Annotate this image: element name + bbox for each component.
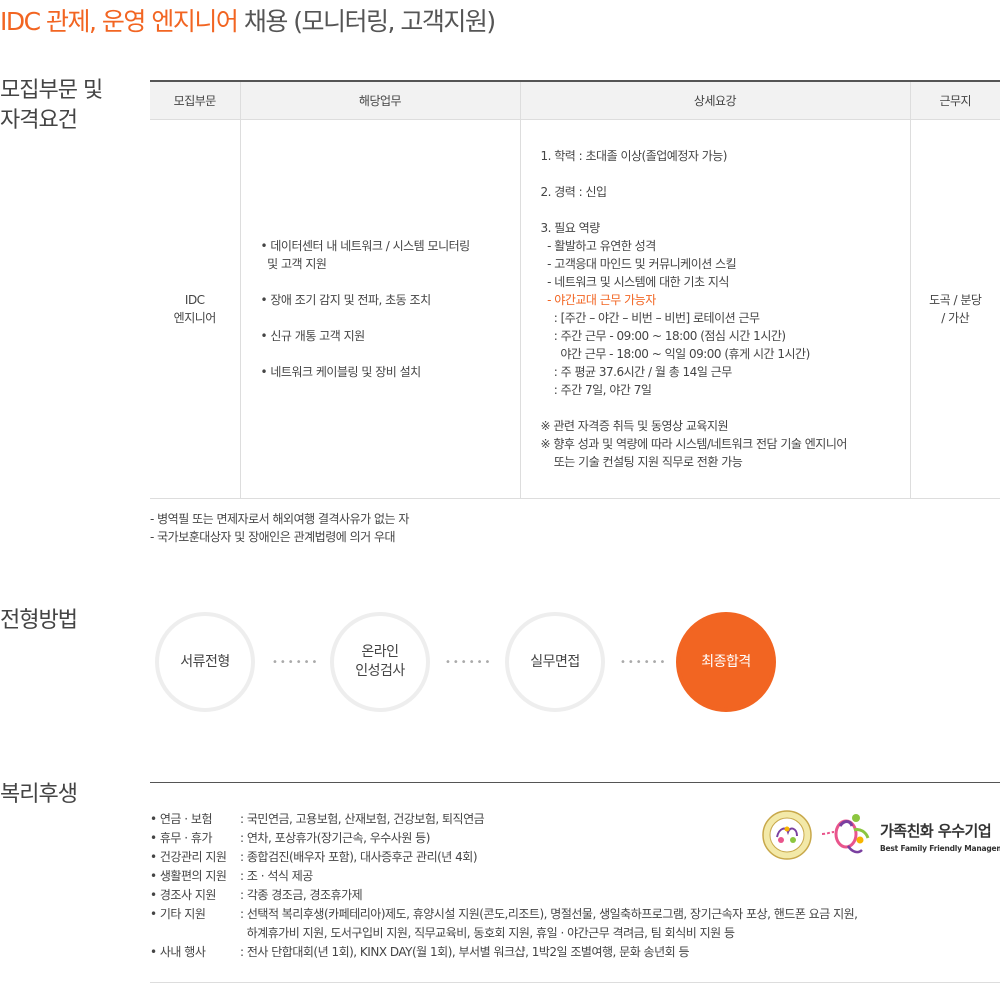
recruit-label-line2: 자격요건 [0, 108, 78, 133]
col-header-duties: 해당업무 [239, 80, 520, 120]
col-header-details: 상세요강 [519, 80, 910, 120]
process-section-label: 전형방법 [0, 608, 78, 633]
welfare-description: : 전사 단합대회(년 1회), KINX DAY(월 1회), 부서별 워크샵… [240, 945, 690, 959]
welfare-description: : 국민연금, 고용보험, 산재보험, 건강보험, 퇴직연금 [240, 812, 485, 826]
division-line1: IDC [184, 293, 205, 307]
detail-line: : 주간 7일, 야간 7일 [540, 383, 652, 397]
note-line: - 병역필 또는 면제자로서 해외여행 결격사유가 없는 자 [150, 512, 409, 526]
list-item: • 경조사 지원 : 각종 경조금, 경조휴가제 [150, 886, 857, 905]
detail-line: ※ 향후 성과 및 역량에 따라 시스템/네트워크 전담 기술 엔지니어 [540, 437, 848, 451]
duty-line: • 장애 조기 감지 및 전파, 초동 조치 [260, 293, 432, 307]
detail-line: 2. 경력 : 신입 [540, 185, 608, 199]
detail-line [541, 399, 910, 417]
division-cell: IDC 엔지니어 [150, 119, 240, 499]
welfare-list: • 연금 · 보험: 국민연금, 고용보험, 산재보험, 건강보험, 퇴직연금 … [150, 810, 858, 962]
detail-line: : 주간 근무 - 09:00 ~ 18:00 (점심 시간 1시간) [540, 329, 786, 343]
logo-text-english: Best Family Friendly Management [880, 844, 1000, 853]
eligibility-notes: - 병역필 또는 면제자로서 해외여행 결격사유가 없는 자 - 국가보훈대상자… [150, 510, 409, 546]
welfare-top-divider [150, 782, 1000, 783]
welfare-category: • 기타 지원 [150, 907, 206, 921]
list-item: • 기타 지원 : 선택적 복리후생(카페테리아)제도, 휴양시설 지원(콘도,리… [150, 905, 858, 943]
welfare-description: : 연차, 포상휴가(장기근속, 우수사원 등) [240, 831, 430, 845]
logo-text-korean: 가족친화 우수기업 [880, 822, 992, 840]
welfare-category: • 연금 · 보험 [150, 812, 213, 826]
welfare-bottom-divider [150, 982, 1000, 983]
detail-line [541, 165, 910, 183]
family-friendly-mark-icon [821, 814, 870, 854]
detail-line: : [주간 – 야간 – 비번 – 비번] 로테이션 근무 [540, 311, 760, 325]
step-document-screening: 서류전형 [155, 612, 255, 712]
division-line2: 엔지니어 [173, 311, 217, 325]
table-header-row: 모집부문 해당업무 상세요강 근무지 [150, 80, 1000, 120]
welfare-description: : 선택적 복리후생(카페테리아)제도, 휴양시설 지원(콘도,리조트), 명절… [240, 907, 858, 940]
welfare-description: : 조 · 석식 제공 [240, 869, 313, 883]
welfare-category: • 생활편의 지원 [150, 869, 227, 883]
col-header-division: 모집부문 [150, 80, 240, 120]
page-title: IDC 관제, 운영 엔지니어 채용 (모니터링, 고객지원) [0, 2, 496, 38]
details-cell: 1. 학력 : 초대졸 이상(졸업예정자 가능) 2. 경력 : 신입 3. 필… [519, 119, 910, 499]
title-accent: IDC 관제, 운영 엔지니어 [0, 7, 239, 36]
duty-item: • 신규 개통 고객 지원 [261, 327, 520, 345]
welfare-category: • 경조사 지원 [150, 888, 216, 902]
detail-line: : 주 평균 37.6시간 / 월 총 14일 근무 [540, 365, 733, 379]
welfare-description: : 각종 경조금, 경조휴가제 [240, 888, 363, 902]
note-line: - 국가보훈대상자 및 장애인은 관계법령에 의거 우대 [150, 530, 396, 544]
welfare-section-label: 복리후생 [0, 782, 78, 807]
detail-line-highlight: - 야간교대 근무 가능자 [540, 293, 656, 307]
location-cell: 도곡 / 분당 / 가산 [909, 119, 1000, 499]
duty-item: • 데이터센터 내 네트워크 / 시스템 모니터링 및 고객 지원 [261, 237, 520, 273]
title-rest: 채용 (모니터링, 고객지원) [237, 7, 496, 36]
detail-line: - 활발하고 유연한 성격 [540, 239, 656, 253]
duty-line: • 신규 개통 고객 지원 [260, 329, 366, 343]
duties-list: • 데이터센터 내 네트워크 / 시스템 모니터링 및 고객 지원 • 장애 조… [241, 237, 520, 381]
duty-line: • 네트워크 케이블링 및 장비 설치 [260, 365, 422, 379]
duty-item: • 장애 조기 감지 및 전파, 초동 조치 [261, 291, 520, 309]
step-connector: •••••• [445, 657, 493, 668]
detail-line: 야간 근무 - 18:00 ~ 익일 09:00 (휴게 시간 1시간) [540, 347, 810, 361]
table-row: IDC 엔지니어 • 데이터센터 내 네트워크 / 시스템 모니터링 및 고객 … [150, 119, 1000, 499]
location-line2: / 가산 [941, 311, 970, 325]
step-interview: 실무면접 [505, 612, 605, 712]
recruit-section-label: 모집부문 및 자격요건 [0, 76, 103, 136]
location-line1: 도곡 / 분당 [929, 293, 982, 307]
detail-line: 또는 기술 컨설팅 지원 직무로 전환 가능 [540, 455, 743, 469]
detail-line [541, 201, 910, 219]
step-label: 실무면접 [530, 653, 580, 670]
duty-item: • 네트워크 케이블링 및 장비 설치 [261, 363, 520, 381]
col-header-location: 근무지 [909, 80, 1000, 120]
detail-line: 3. 필요 역량 [540, 221, 601, 235]
detail-line: 1. 학력 : 초대졸 이상(졸업예정자 가능) [540, 149, 728, 163]
step-connector: •••••• [272, 657, 320, 668]
detail-line: ※ 관련 자격증 취득 및 동영상 교육지원 [540, 419, 729, 433]
step-label: 서류전형 [180, 653, 230, 670]
welfare-category: • 사내 행사 [150, 945, 206, 959]
list-item: • 연금 · 보험 : 국민연금, 고용보험, 산재보험, 건강보험, 퇴직연금 [150, 810, 857, 829]
step-label: 인성검사 [355, 663, 405, 679]
step-label: 최종합격 [701, 653, 751, 670]
family-friendly-logo-text: 가족친화 우수기업 Best Family Friendly Managemen… [880, 820, 1000, 853]
step-label: 온라인 [361, 644, 399, 660]
step-final-pass: 최종합격 [676, 612, 776, 712]
welfare-description: : 종합검진(배우자 포함), 대사증후군 관리(년 4회) [240, 850, 478, 864]
welfare-category: • 휴무 · 휴가 [150, 831, 213, 845]
duties-cell: • 데이터센터 내 네트워크 / 시스템 모니터링 및 고객 지원 • 장애 조… [239, 119, 520, 499]
list-item: • 생활편의 지원 : 조 · 석식 제공 [150, 867, 857, 886]
welfare-category: • 건강관리 지원 [150, 850, 227, 864]
step-connector: •••••• [620, 657, 668, 668]
recruit-table: 모집부문 해당업무 상세요강 근무지 IDC 엔지니어 • 데이터센터 내 네트… [150, 80, 1000, 499]
duty-line: • 데이터센터 내 네트워크 / 시스템 모니터링 [260, 239, 471, 253]
list-item: • 사내 행사 : 전사 단합대회(년 1회), KINX DAY(월 1회), … [150, 943, 857, 962]
duty-line: 및 고객 지원 [260, 257, 327, 271]
list-item: • 휴무 · 휴가 : 연차, 포상휴가(장기근속, 우수사원 등) [150, 829, 857, 848]
detail-line: - 고객응대 마인드 및 커뮤니케이션 스킬 [540, 257, 737, 271]
recruit-label-line1: 모집부문 및 [0, 78, 103, 103]
list-item: • 건강관리 지원 : 종합검진(배우자 포함), 대사증후군 관리(년 4회) [150, 848, 857, 867]
detail-line: - 네트워크 및 시스템에 대한 기초 지식 [540, 275, 729, 289]
family-friendly-seal-icon [762, 810, 812, 860]
